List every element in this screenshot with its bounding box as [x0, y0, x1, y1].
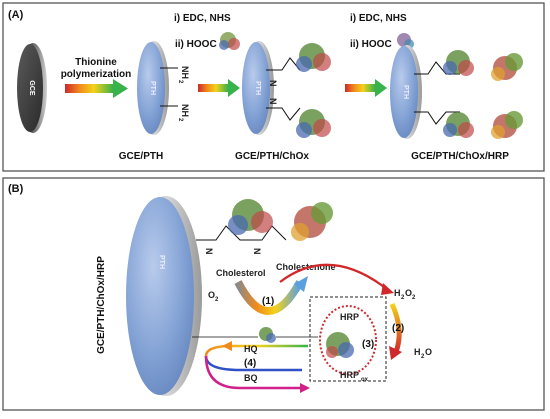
reagent-i-step2: i) EDC, NHS — [174, 13, 231, 24]
reagent-ii-step2: ii) HOOC — [175, 39, 217, 50]
step-2-label: (2) — [392, 323, 404, 334]
amine-top: NH — [180, 66, 190, 79]
amide-n-b2: N — [252, 248, 262, 255]
h2o-label-h: H — [414, 347, 421, 357]
reagent-ii-step3: ii) HOOC — [350, 39, 392, 50]
reaction-arrow-icon — [389, 302, 402, 360]
gce-face-text: GCE — [28, 80, 35, 96]
enzyme-icon — [296, 43, 331, 72]
step1-label-line2: polymerization — [61, 69, 132, 80]
stage-label-gce-pth-chox-hrp: GCE/PTH/ChOx/HRP — [411, 151, 509, 162]
h2o2-label-o: O — [405, 288, 412, 298]
enzyme-icon — [291, 202, 333, 241]
step1-label-line1: Thionine — [75, 57, 117, 68]
gce-pth-chox-hrp-electrode: PTH — [390, 45, 523, 139]
hq-label: HQ — [244, 344, 258, 354]
reaction-arrow-icon — [198, 79, 240, 97]
cholesterol-label: Cholesterol — [216, 268, 266, 278]
amide-n-top: N — [268, 80, 278, 87]
enzyme-icon — [259, 327, 276, 343]
enzyme-icon — [397, 33, 414, 49]
reaction-arrow-icon — [345, 79, 387, 97]
enzyme-icon — [443, 50, 474, 76]
large-electrode: PTH N N — [126, 196, 333, 396]
bq-label: BQ — [244, 373, 258, 383]
h2o-label-o: O — [425, 347, 432, 357]
enzyme-icon — [326, 332, 354, 358]
o2-sub: 2 — [215, 297, 219, 303]
enzyme-icon — [443, 112, 474, 138]
panel-b-frame — [2, 177, 545, 411]
pth-face-text: PTH — [149, 81, 156, 95]
amine-bottom-sub: 2 — [177, 118, 183, 122]
step-3-label: (3) — [362, 339, 374, 350]
reaction-arrow-icon — [65, 79, 128, 98]
panel-a-label: (A) — [8, 9, 24, 21]
hrp-ox-sub: ox — [361, 377, 369, 383]
step-1-label: (1) — [262, 296, 274, 307]
reagent-i-step3: i) EDC, NHS — [350, 13, 407, 24]
panel-b-electrode-label: GCE/PTH/ChOx/HRP — [96, 256, 107, 354]
h2o-label-2: 2 — [421, 354, 425, 360]
panel-b-label: (B) — [8, 183, 24, 195]
h2o2-label-2b: 2 — [412, 295, 416, 301]
hrp-label: HRP — [340, 312, 359, 322]
pth-face-text-b: PTH — [158, 255, 165, 269]
hrp-cycle — [319, 305, 377, 375]
enzyme-icon — [491, 111, 523, 139]
pth-face-text-2: PTH — [254, 81, 261, 95]
step-4-label: (4) — [244, 358, 256, 369]
hrp-dashed-box — [309, 296, 387, 382]
hrp-ox-label: HRP — [340, 370, 359, 380]
pth-face-text-3: PTH — [402, 85, 409, 99]
stage-label-gce-pth: GCE/PTH — [119, 151, 163, 162]
red-arc — [279, 263, 389, 291]
o2-label: O — [208, 290, 215, 300]
red-arc-head — [381, 283, 394, 295]
amide-n-b1: N — [204, 248, 214, 255]
hq-bq-cycle — [204, 341, 310, 393]
reaction-arrow-icon — [234, 276, 308, 315]
enzyme-icon — [491, 53, 523, 81]
enzyme-icon — [296, 109, 331, 138]
enzyme-icon — [228, 199, 273, 235]
h2o2-label-h: H — [394, 288, 401, 298]
amine-top-sub: 2 — [177, 80, 183, 84]
amine-bottom: NH — [180, 104, 190, 117]
amide-n-bottom: N — [268, 98, 278, 105]
bare-gce-electrode: GCE — [17, 43, 47, 133]
gce-pth-electrode: PTH NH 2 NH 2 — [137, 41, 190, 135]
h2o2-label-2a: 2 — [401, 295, 405, 301]
stage-label-gce-pth-chox: GCE/PTH/ChOx — [235, 151, 309, 162]
gce-pth-chox-electrode: PTH N N — [242, 41, 331, 138]
enzyme-icon — [219, 32, 240, 50]
